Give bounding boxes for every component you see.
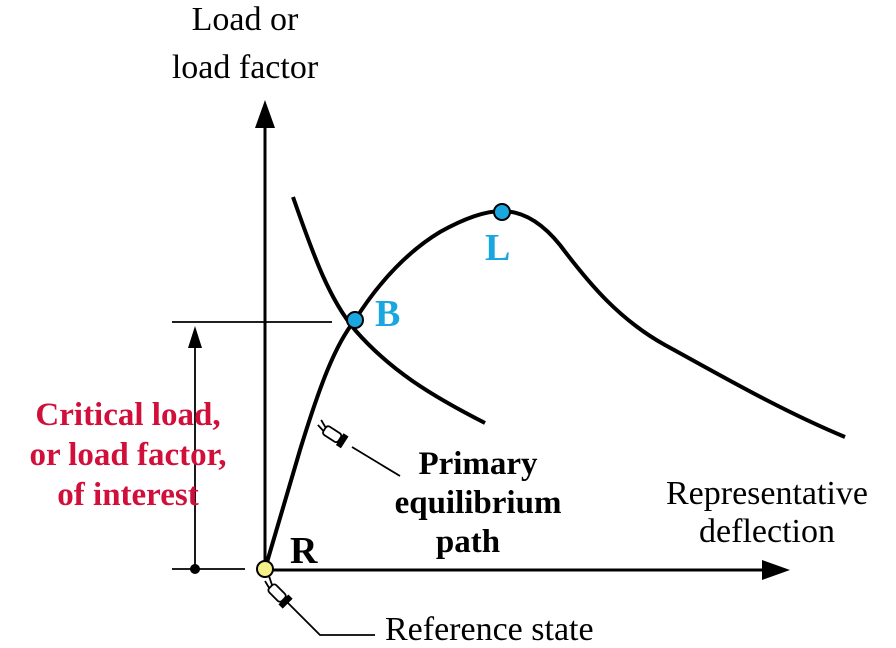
x-axis-label-line2: deflection [699, 513, 835, 550]
critical-label-line2: or load factor, [29, 437, 226, 473]
limit-point-label: L [485, 227, 510, 269]
y-axis-arrow-icon [255, 100, 275, 128]
secondary-path-curve [291, 196, 486, 425]
primary-label-line3: path [436, 524, 500, 560]
x-axis-label-line1: Representative [666, 475, 868, 512]
critical-label-line1: Critical load, [35, 397, 220, 433]
primary-path-hand-icon [317, 419, 349, 449]
reference-hand-icon [264, 576, 293, 609]
critical-dimension-arrow-icon [188, 326, 202, 348]
reference-leader [284, 599, 375, 636]
primary-path-leader [351, 446, 401, 477]
bifurcation-point [346, 311, 364, 329]
reference-state-label: Reference state [385, 611, 594, 648]
y-axis-label-line2: load factor [172, 49, 319, 86]
bifurcation-point-label: B [375, 293, 400, 335]
primary-label-line2: equilibrium [395, 485, 562, 521]
primary-label-line1: Primary [418, 446, 538, 482]
limit-point [493, 203, 511, 221]
critical-label-line3: of interest [57, 477, 198, 513]
reference-point [256, 560, 274, 578]
x-axis-arrow-icon [762, 560, 790, 580]
reference-point-label: R [290, 530, 318, 572]
y-axis-label-line1: Load or [192, 1, 299, 38]
